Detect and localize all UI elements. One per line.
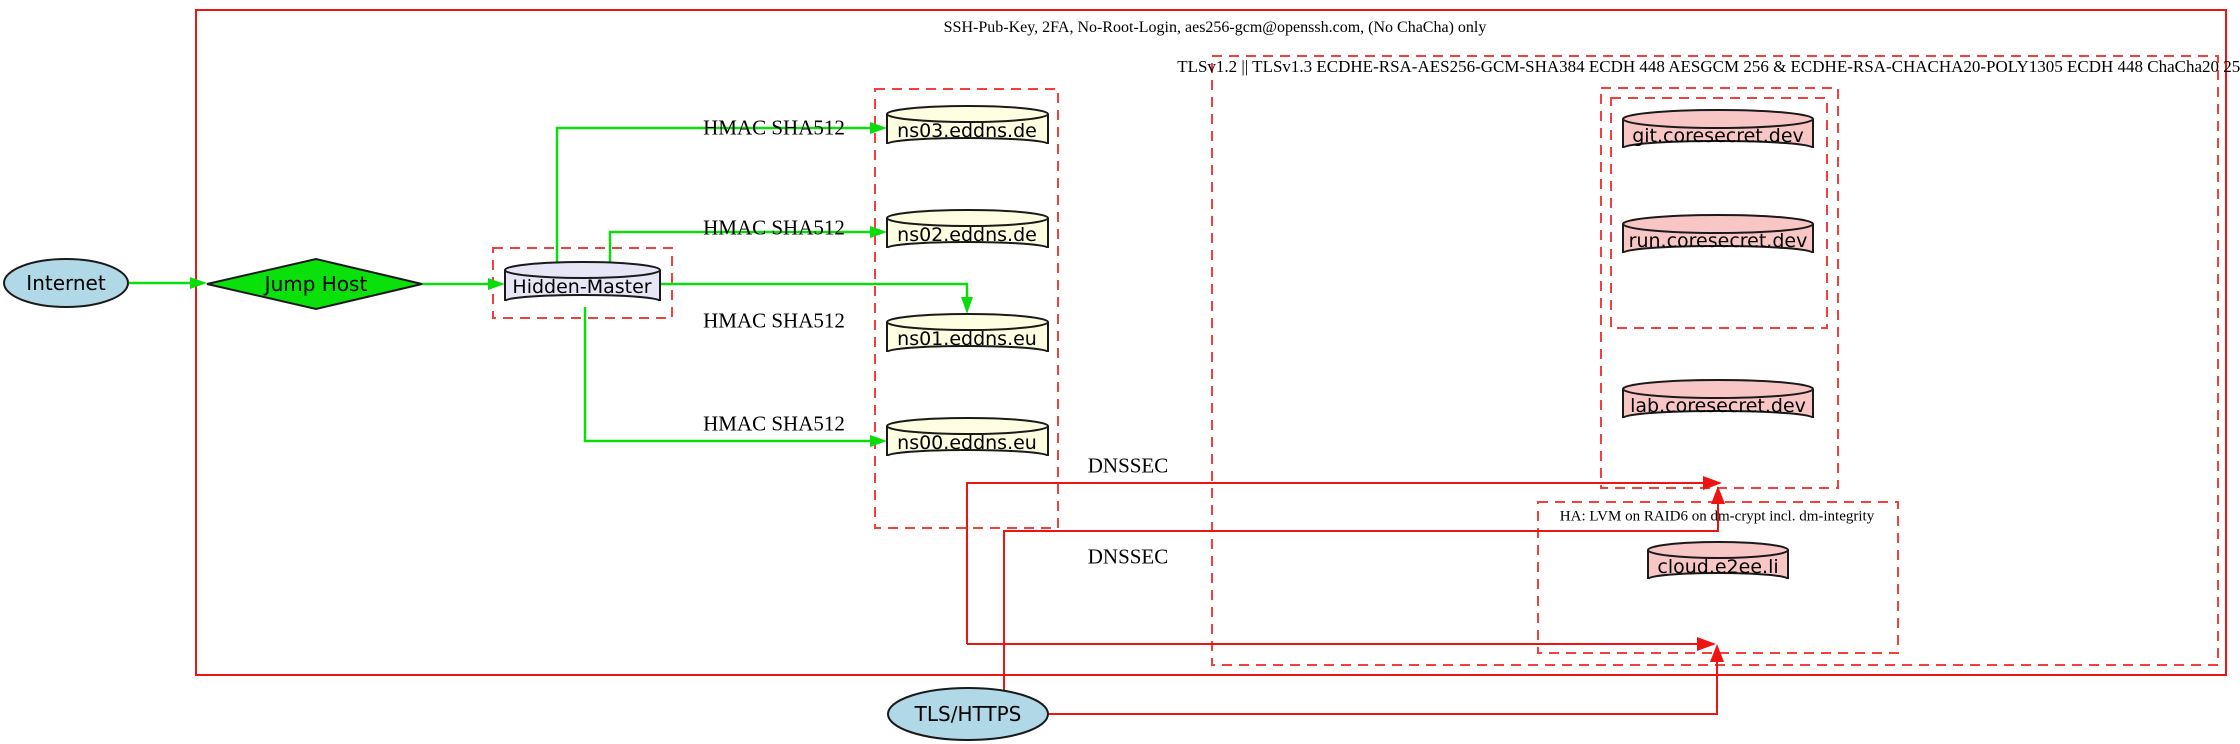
arrowhead-dnssec-upper (1703, 476, 1722, 490)
cloud-label: cloud.e2ee.li (1657, 556, 1779, 578)
hidden-master-label: Hidden-Master (512, 276, 652, 298)
ns01-label: ns01.eddns.eu (897, 328, 1037, 350)
ha-cluster-label: HA: LVM on RAID6 on dm-crypt incl. dm-in… (1559, 508, 1875, 525)
dnssec-label-lower: DNSSEC (1087, 544, 1169, 569)
arrowhead-hm-ns00 (870, 435, 887, 447)
lab-label: lab.coresecret.dev (1630, 395, 1806, 417)
node-tls-https (887, 687, 1049, 741)
node-ns03 (886, 105, 1049, 145)
arrowhead-jumphost-hiddenmaster (488, 278, 505, 290)
edge-tls-ha (1048, 660, 1718, 715)
node-lab (1622, 379, 1814, 419)
arrowhead-hm-ns01 (961, 297, 973, 314)
tls-https-label: TLS/HTTPS (914, 702, 1022, 726)
arrowhead-dnssec-lower (1697, 637, 1716, 651)
jump-host-label: Jump Host (264, 272, 368, 296)
node-ns02 (886, 209, 1049, 249)
dnssec-label-upper: DNSSEC (1087, 453, 1169, 478)
arrowhead-tls-coresecret (1711, 486, 1725, 504)
coresecret-outer-cluster-box (1600, 87, 1839, 489)
node-git (1622, 109, 1814, 149)
edge-dnssec-upper (966, 482, 1705, 644)
arrowhead-hm-ns03 (870, 122, 887, 134)
node-jump-host (206, 257, 423, 311)
edge-hm-ns01 (660, 282, 969, 299)
ns00-label: ns00.eddns.eu (897, 432, 1037, 454)
hmac-label-ns02: HMAC SHA512 (703, 215, 845, 240)
tls-cluster-box (1211, 55, 2219, 666)
node-cloud (1647, 541, 1789, 580)
hmac-label-ns01: HMAC SHA512 (703, 308, 845, 333)
coresecret-inner-cluster-box (1610, 97, 1828, 329)
arrowhead-internet-jumphost (190, 277, 207, 289)
edge-hm-ns00 (583, 307, 872, 443)
arrowhead-hm-ns02 (870, 226, 887, 238)
run-label: run.coresecret.dev (1628, 230, 1808, 252)
eddns-cluster-box (874, 88, 1059, 529)
edge-hm-ns03 (555, 126, 872, 262)
node-internet (3, 258, 129, 308)
tls-cluster-label: TLSv1.2 || TLSv1.3 ECDHE-RSA-AES256-GCM-… (1177, 57, 2240, 76)
git-label: git.coresecret.dev (1632, 125, 1804, 147)
internet-label: Internet (26, 271, 106, 295)
node-ns01 (886, 313, 1049, 353)
hmac-label-ns03: HMAC SHA512 (703, 115, 845, 140)
ssh-cluster-box (195, 9, 2227, 676)
ssh-cluster-label: SSH-Pub-Key, 2FA, No-Root-Login, aes256-… (943, 19, 1487, 36)
edge-hm-ns02 (608, 230, 872, 262)
arrowhead-tls-ha (1710, 644, 1724, 662)
hmac-label-ns00: HMAC SHA512 (703, 411, 845, 436)
edge-tls-coresecret (1003, 502, 1719, 690)
node-run (1622, 214, 1814, 254)
node-ns00 (886, 417, 1049, 457)
node-hidden-master (504, 261, 661, 302)
ns03-label: ns03.eddns.de (897, 120, 1037, 142)
ns02-label: ns02.eddns.de (897, 224, 1037, 246)
